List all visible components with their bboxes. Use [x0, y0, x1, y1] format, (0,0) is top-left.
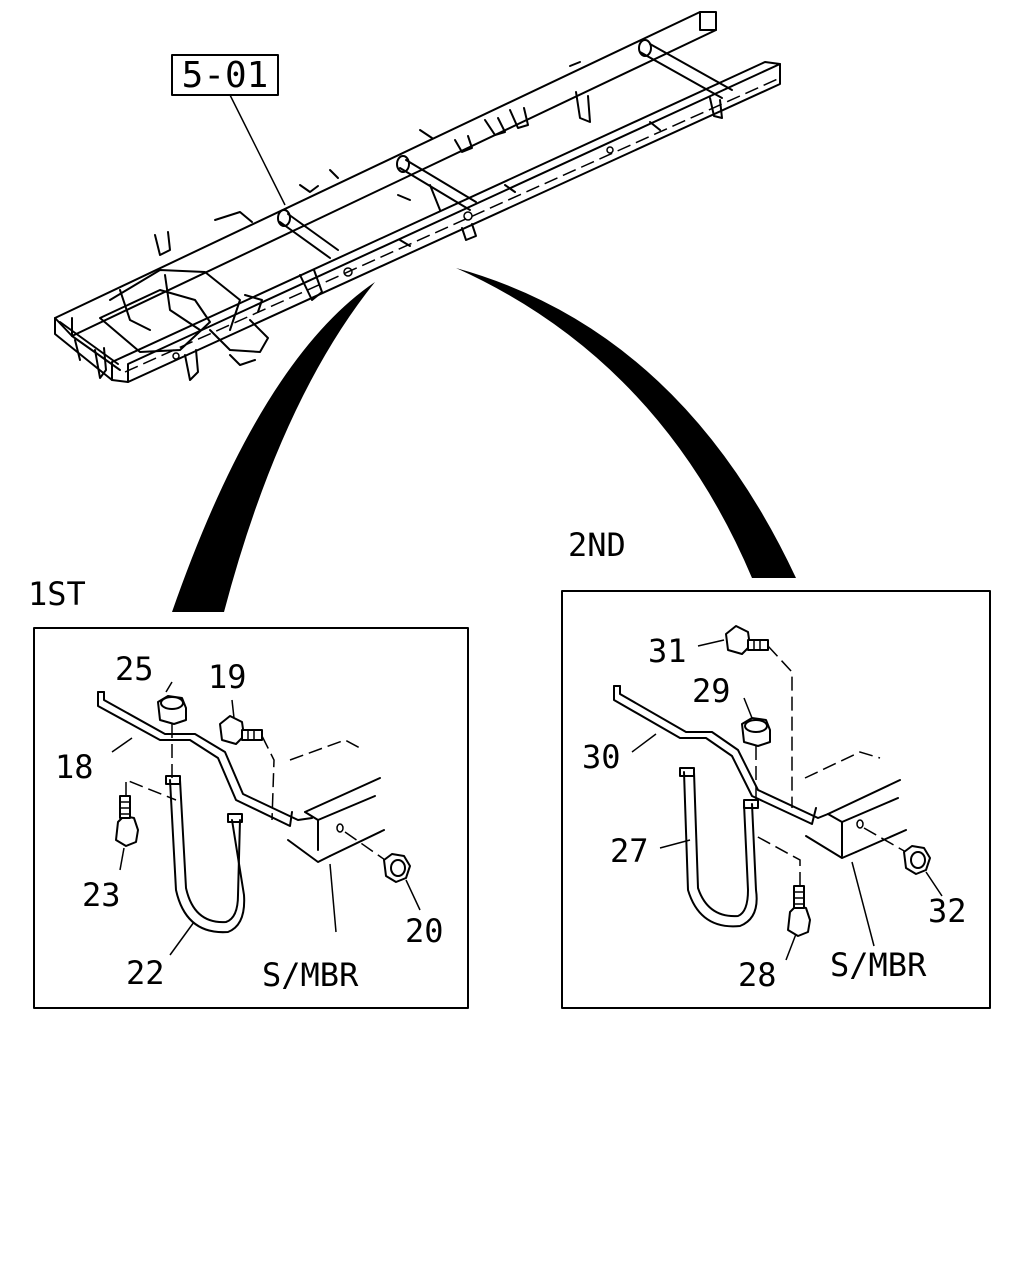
- pointer-2nd: [456, 268, 796, 578]
- reference-label: 5-01: [171, 54, 286, 206]
- callout-32: 32: [928, 892, 967, 930]
- callout-31: 31: [648, 632, 687, 670]
- callout-25: 25: [115, 650, 154, 688]
- detail-1st-box: [33, 627, 469, 1009]
- pointer-1st: [172, 282, 375, 612]
- callout-22: 22: [126, 954, 165, 992]
- detail-2nd-title: 2ND: [568, 526, 626, 564]
- detail-1st-title: 1ST: [28, 575, 86, 613]
- reference-label-text: 5-01: [182, 55, 269, 96]
- detail-1st-parts: [97, 681, 421, 956]
- callout-28: 28: [738, 956, 777, 994]
- callout-30: 30: [582, 738, 621, 776]
- detail-1st-member-label: S/MBR: [262, 956, 359, 994]
- callout-23: 23: [82, 876, 121, 914]
- callout-27: 27: [610, 832, 649, 870]
- detail-2nd-parts: [613, 625, 943, 961]
- callout-20: 20: [405, 912, 444, 950]
- detail-2nd-member-label: S/MBR: [830, 946, 927, 984]
- detail-2nd-box: [561, 590, 991, 1009]
- callout-19: 19: [208, 658, 247, 696]
- chassis-frame: [54, 11, 781, 383]
- callout-29: 29: [692, 672, 731, 710]
- callout-18: 18: [55, 748, 94, 786]
